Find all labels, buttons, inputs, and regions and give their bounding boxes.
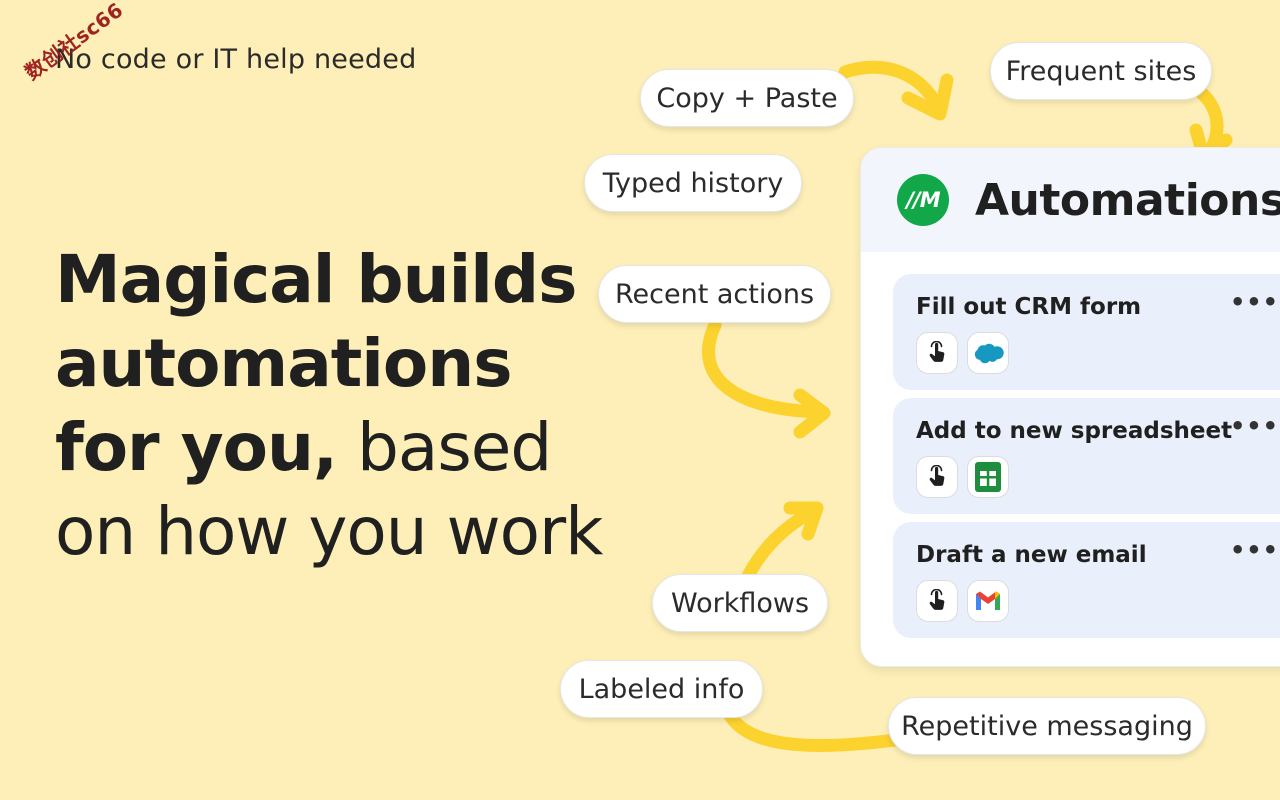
automation-card-email[interactable]: Draft a new email ••• xyxy=(893,522,1280,638)
more-options-icon[interactable]: ••• xyxy=(1229,288,1279,316)
pill-workflows: Workflows xyxy=(652,574,828,632)
tagline: No code or IT help needed xyxy=(55,44,417,75)
panel-title: Automations xyxy=(975,174,1280,226)
automations-panel: //M Automations Fill out CRM form ••• Ad… xyxy=(860,147,1280,667)
card-title: Add to new spreadsheet xyxy=(916,418,1233,444)
headline-line-4: on how you work xyxy=(55,493,603,570)
headline: Magical builds automations for you, base… xyxy=(55,238,603,574)
automation-card-spreadsheet[interactable]: Add to new spreadsheet ••• xyxy=(893,398,1280,514)
more-options-icon[interactable]: ••• xyxy=(1229,536,1279,564)
more-options-icon[interactable]: ••• xyxy=(1229,412,1279,440)
arrow-recent-actions xyxy=(702,318,827,419)
headline-line-3-bold: for you, xyxy=(55,409,338,486)
arrow-recent-actions-head xyxy=(793,388,831,439)
magical-logo: //M xyxy=(897,174,949,226)
gmail-icon xyxy=(967,580,1009,622)
salesforce-icon xyxy=(967,332,1009,374)
arrow-workflows-head xyxy=(783,501,824,541)
headline-line-1: Magical builds xyxy=(55,241,577,318)
pointer-icon xyxy=(916,456,958,498)
automation-card-crm[interactable]: Fill out CRM form ••• xyxy=(893,274,1280,390)
pill-frequent-sites: Frequent sites xyxy=(990,42,1212,100)
google-sheets-icon xyxy=(967,456,1009,498)
pill-recent-actions: Recent actions xyxy=(598,265,831,323)
headline-line-3: for you, based xyxy=(55,406,602,490)
pill-repetitive-messaging: Repetitive messaging xyxy=(888,697,1206,755)
panel-header: //M Automations xyxy=(861,148,1280,252)
pill-labeled-info: Labeled info xyxy=(560,660,763,718)
arrow-labeled-repetitive xyxy=(721,705,902,752)
pill-typed-history: Typed history xyxy=(584,154,802,212)
arrow-copy-paste xyxy=(838,60,945,115)
headline-line-3-light: based xyxy=(337,409,552,486)
card-title: Draft a new email xyxy=(916,542,1147,568)
card-title: Fill out CRM form xyxy=(916,294,1142,320)
pointer-icon xyxy=(916,580,958,622)
arrow-workflows xyxy=(738,503,823,589)
pill-copy-paste: Copy + Paste xyxy=(640,69,854,127)
headline-line-2: automations xyxy=(55,325,513,402)
pointer-icon xyxy=(916,332,958,374)
arrow-copy-paste-head xyxy=(901,73,954,121)
